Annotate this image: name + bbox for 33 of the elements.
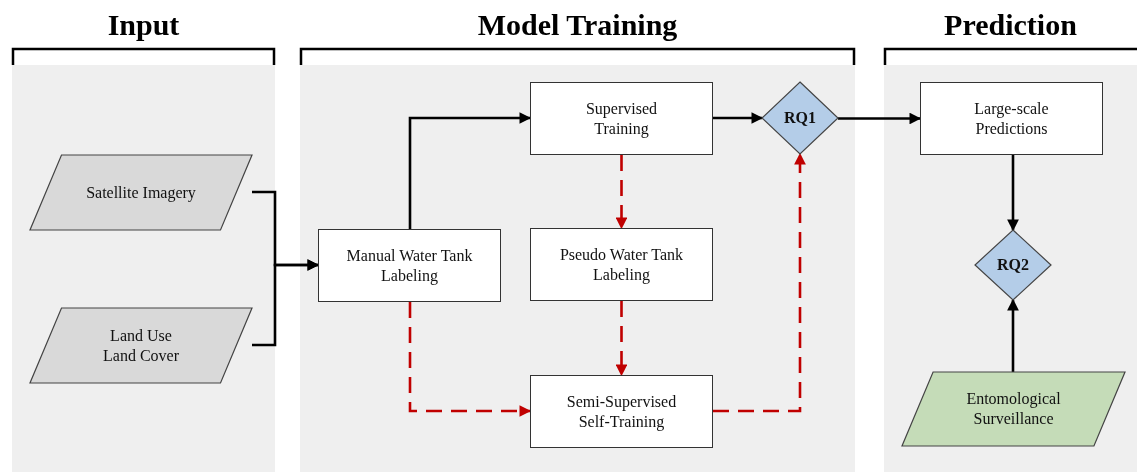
decision-diamond bbox=[762, 82, 838, 154]
arrow bbox=[713, 112, 764, 124]
input-parallelogram bbox=[30, 155, 252, 230]
decision-diamond bbox=[975, 230, 1051, 300]
process-box bbox=[530, 375, 713, 448]
arrow bbox=[838, 112, 922, 125]
stage-heading: Model Training bbox=[477, 8, 678, 41]
node-label: Semi-Supervised Self-Training bbox=[565, 391, 678, 432]
node-label: Entomological Surveillance bbox=[965, 389, 1062, 429]
process-box bbox=[318, 229, 501, 302]
node-label: Satellite Imagery bbox=[85, 182, 197, 203]
node-label: Pseudo Water Tank Labeling bbox=[558, 244, 685, 285]
arrow bbox=[713, 152, 806, 413]
node-label: Land Use Land Cover bbox=[102, 325, 180, 366]
node-label: Manual Water Tank Labeling bbox=[345, 245, 474, 286]
process-box bbox=[530, 82, 713, 155]
arrow bbox=[615, 301, 628, 377]
stage-heading: Prediction bbox=[944, 8, 1077, 41]
process-box bbox=[530, 228, 713, 301]
arrow bbox=[408, 112, 532, 229]
arrow bbox=[408, 302, 532, 417]
node-label: RQ2 bbox=[996, 255, 1030, 275]
node-label: RQ1 bbox=[783, 108, 817, 128]
arrow bbox=[615, 155, 628, 230]
node-label: Supervised Training bbox=[584, 98, 659, 139]
node-label: Large-scale Predictions bbox=[973, 98, 1050, 139]
arrow bbox=[1007, 155, 1019, 232]
stage-heading: Input bbox=[107, 8, 180, 41]
input-parallelogram bbox=[902, 372, 1125, 446]
input-parallelogram bbox=[30, 308, 252, 383]
arrow bbox=[1007, 298, 1019, 372]
arrow bbox=[252, 259, 320, 347]
process-box bbox=[920, 82, 1103, 155]
